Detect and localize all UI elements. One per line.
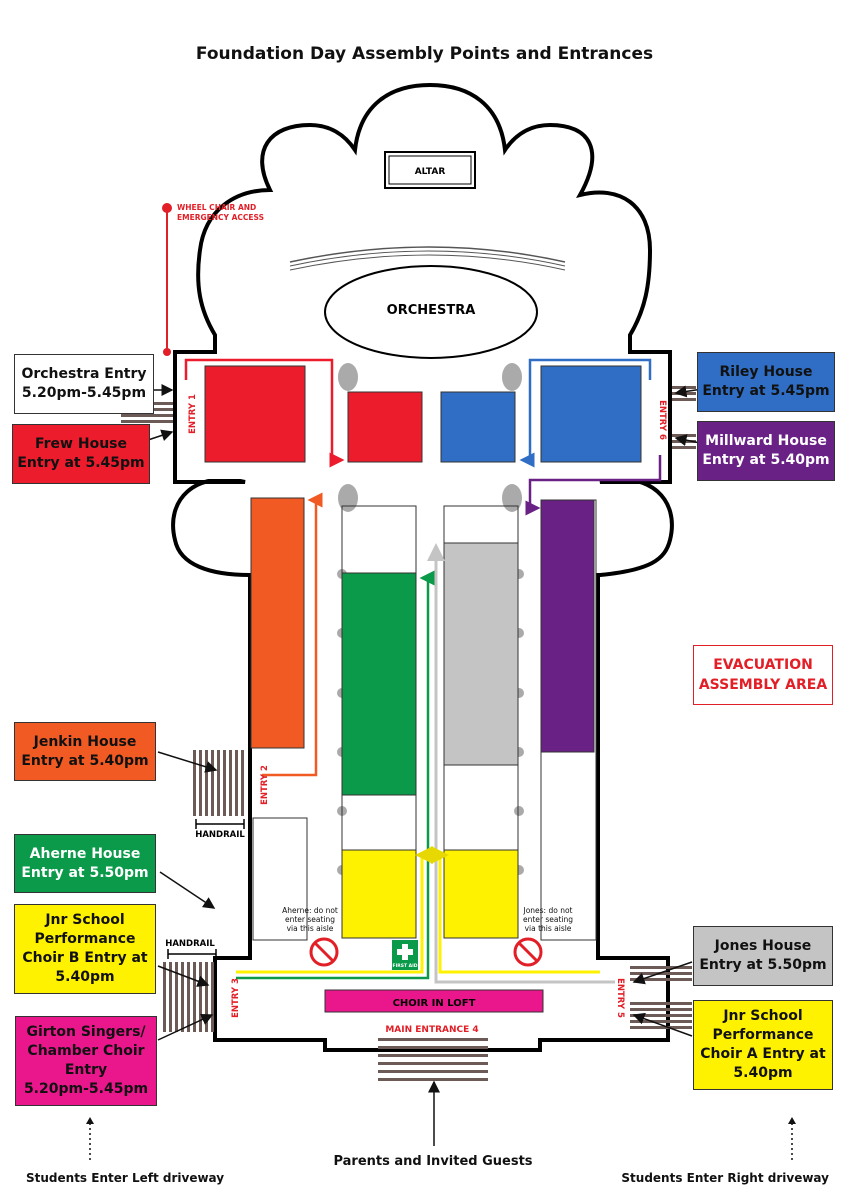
orchestra-label: ORCHESTRA: [387, 303, 476, 318]
aherne-seating: [341, 572, 417, 796]
label-orchestra-entry: Orchestra Entry 5.20pm-5.45pm: [14, 354, 154, 414]
label-choir-b: Jnr School Performance Choir B Entry at …: [14, 904, 156, 994]
stairs-right-rear: [630, 966, 692, 1029]
first-aid-label: FIRST AID: [393, 963, 418, 969]
aherne-note-3: via this aisle: [287, 924, 334, 933]
handrail-jenkin: [195, 819, 245, 829]
label-frew-house: Frew House Entry at 5.45pm: [12, 424, 150, 484]
aherne-note-1: Aherne: do not: [282, 906, 338, 915]
handrail-left-rear: [167, 949, 217, 959]
route-green: [236, 570, 435, 980]
entry-3-label: ENTRY 3: [231, 978, 241, 1018]
route-yellow-left: [236, 846, 433, 974]
label-jones-house: Jones House Entry at 5.50pm: [693, 926, 833, 986]
orchestra-area: [324, 265, 538, 359]
stairs-left-rear: [163, 962, 214, 1032]
main-entrance-label: MAIN ENTRANCE 4: [385, 1025, 478, 1035]
route-blue: [519, 358, 652, 468]
millward-seating: [540, 499, 595, 753]
stairs-main: [378, 1038, 488, 1081]
jones-note-1: Jones: do not: [522, 906, 572, 915]
choir-in-loft-label: CHOIR IN LOFT: [393, 998, 476, 1009]
riley-seating: [540, 365, 642, 463]
label-girton-singers: Girton Singers/ Chamber Choir Entry 5.20…: [15, 1016, 157, 1106]
handrail-label-1: HANDRAIL: [195, 830, 245, 840]
label-millward-house: Millward House Entry at 5.40pm: [697, 421, 835, 481]
route-red: [184, 358, 345, 468]
route-orange: [262, 492, 323, 777]
handrail-label-2: HANDRAIL: [165, 939, 215, 949]
choir-a-seating: [443, 849, 519, 939]
footer-left: Students Enter Left driveway: [26, 1171, 225, 1185]
aherne-note-2: enter seating: [285, 915, 335, 924]
wheelchair-label-1: WHEEL CHAIR AND: [177, 203, 256, 212]
wheelchair-marker: [162, 203, 172, 213]
jones-seating: [443, 542, 519, 766]
footer-center: Parents and Invited Guests: [333, 1154, 533, 1169]
altar-label: ALTAR: [415, 167, 446, 177]
route-purple: [525, 455, 662, 516]
entry-5-label: ENTRY 5: [615, 978, 625, 1018]
label-aherne-house: Aherne House Entry at 5.50pm: [14, 834, 156, 893]
evacuation-assembly-area: EVACUATION ASSEMBLY AREA: [693, 645, 833, 705]
route-yellow-right: [431, 846, 600, 974]
route-gray: [427, 543, 615, 984]
no-entry-sign-left: [309, 937, 339, 967]
jones-note-3: via this aisle: [525, 924, 572, 933]
choir-in-loft: [324, 989, 544, 1013]
wheelchair-label-2: EMERGENCY ACCESS: [177, 213, 264, 222]
stairs-jenkin: [193, 750, 244, 816]
label-jenkin-house: Jenkin House Entry at 5.40pm: [14, 722, 156, 781]
jones-note-2: enter seating: [523, 915, 573, 924]
page-title: Foundation Day Assembly Points and Entra…: [195, 44, 654, 64]
entry-1-label: ENTRY 1: [188, 394, 198, 434]
entry-6-label: ENTRY 6: [657, 400, 667, 440]
no-entry-sign-right: [513, 937, 543, 967]
entry-2-label: ENTRY 2: [260, 765, 270, 805]
riley-seating-small: [440, 391, 516, 463]
frew-seating: [204, 365, 306, 463]
orchestra-red-seating: [347, 391, 423, 463]
label-choir-a: Jnr School Performance Choir A Entry at …: [693, 1000, 833, 1090]
label-riley-house: Riley House Entry at 5.45pm: [697, 352, 835, 412]
jenkin-seating: [250, 497, 305, 749]
footer-right: Students Enter Right driveway: [621, 1171, 829, 1185]
choir-b-seating: [341, 849, 417, 939]
